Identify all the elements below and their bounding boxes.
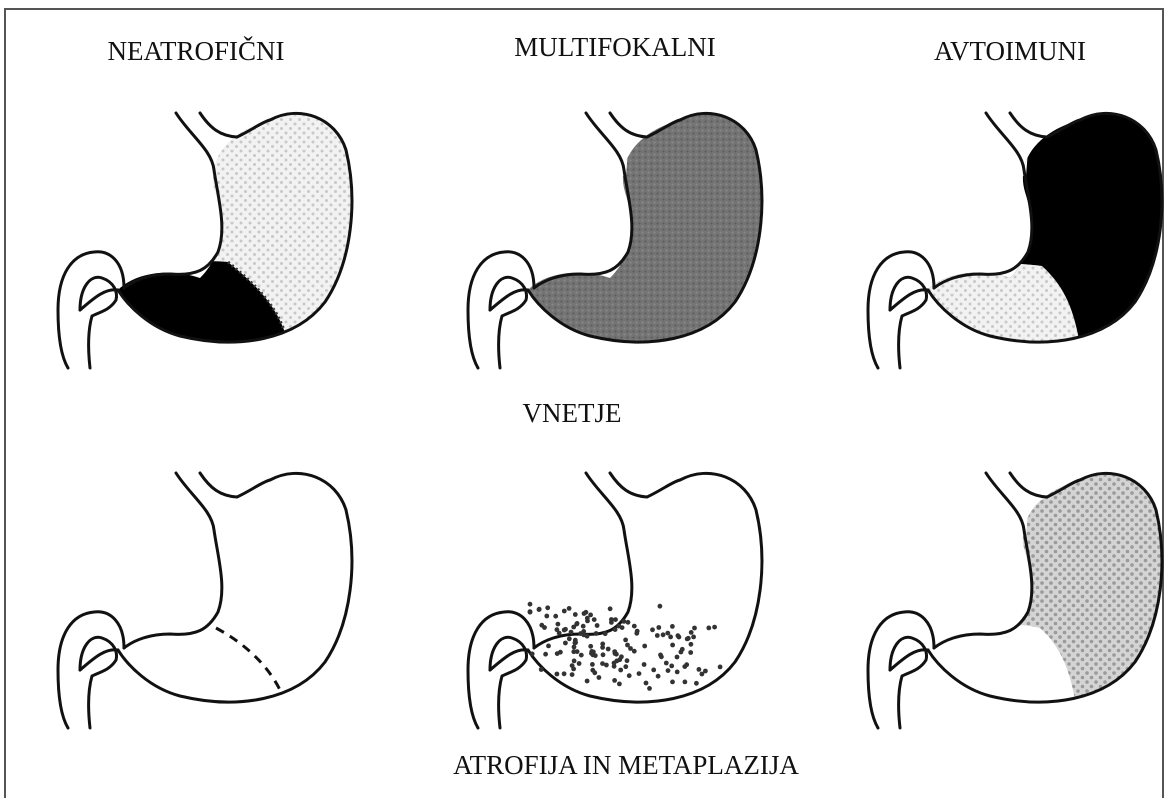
stomach-multifokalni-inflammation xyxy=(468,100,790,368)
stomach-avtoimuni-atrophy xyxy=(868,460,1167,728)
stomach-neatroficni-atrophy xyxy=(58,473,352,728)
stomach-neatroficni-inflammation xyxy=(58,100,380,368)
stomach-multifokalni-atrophy xyxy=(468,473,762,728)
stomach-avtoimuni-inflammation xyxy=(868,100,1167,368)
